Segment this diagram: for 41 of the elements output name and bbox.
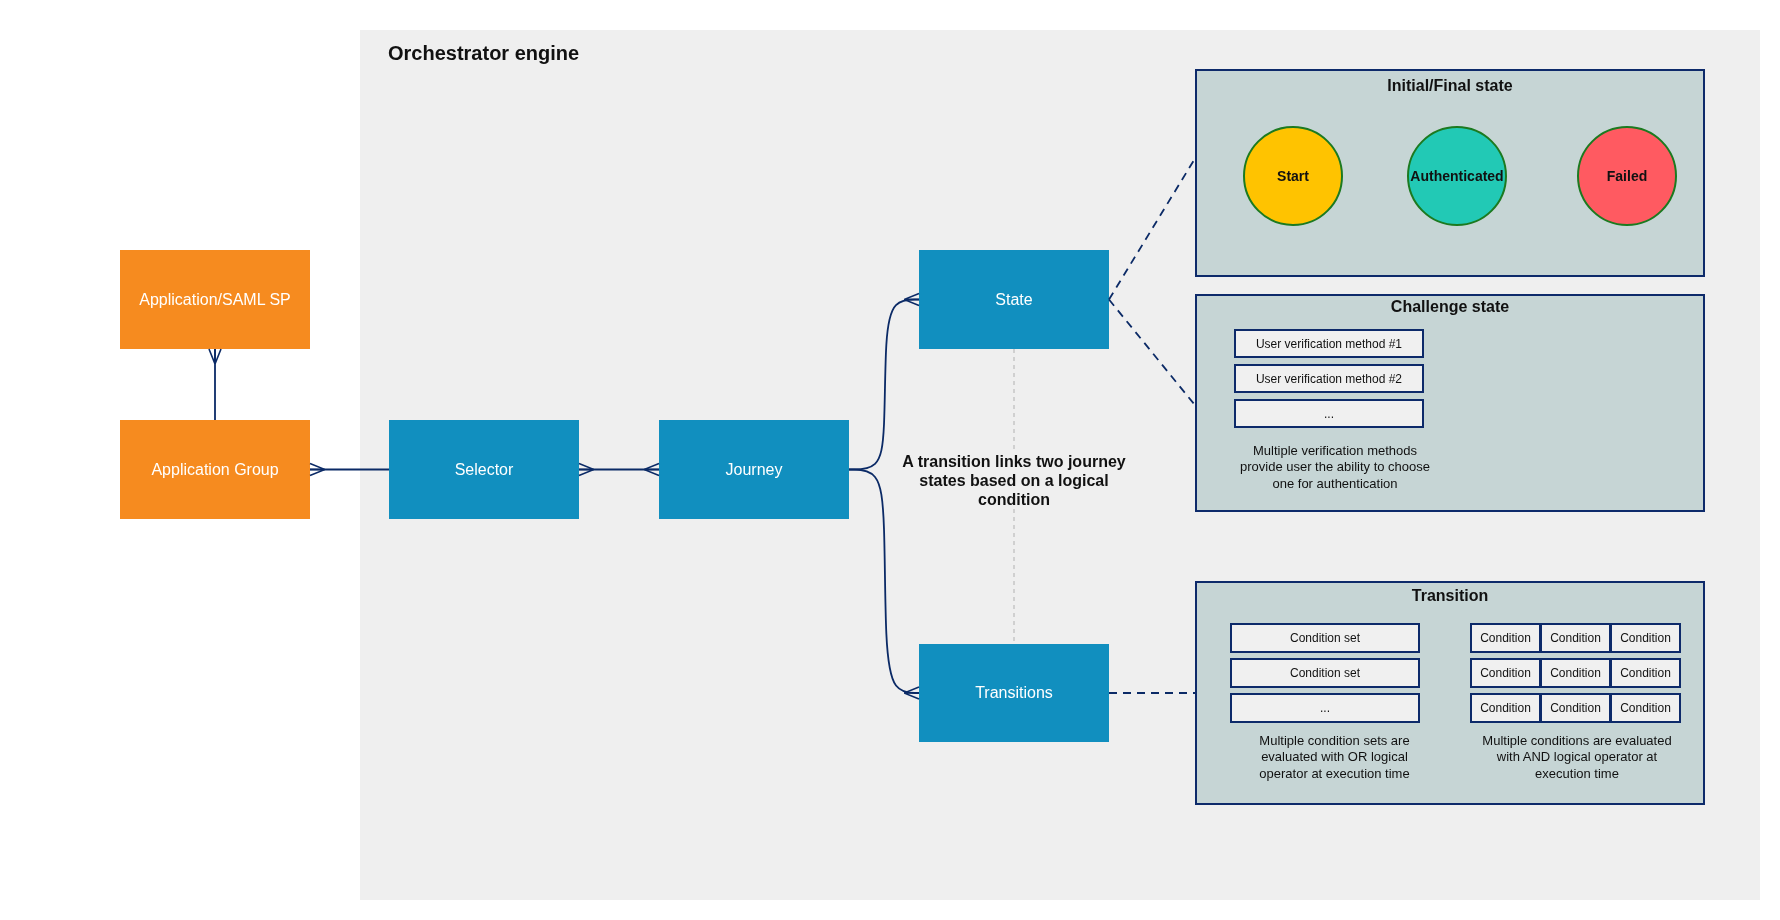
process-box: Journey: [659, 420, 849, 519]
condition-cell: Condition: [1470, 658, 1541, 688]
panel-title: Transition: [1410, 587, 1490, 605]
condition-cell: Condition: [1470, 623, 1541, 653]
condition-cell: Condition: [1540, 658, 1611, 688]
dashed-connector: [1108, 298, 1196, 407]
condition-cell: Condition: [1610, 623, 1681, 653]
panel-title: Orchestrator engine: [388, 42, 581, 65]
list-item: User verification method #1: [1234, 329, 1424, 358]
process-box: Transitions: [919, 644, 1109, 742]
note-text: Multiple condition sets are evaluated with OR logical operator at execution time: [1258, 733, 1411, 782]
note-text: Multiple verification methods provide user the ability to choose one for authentication: [1238, 443, 1432, 492]
panel-title: Challenge state: [1389, 298, 1511, 316]
state-circle: Authenticated: [1407, 126, 1507, 226]
list-item: ...: [1230, 693, 1420, 723]
condition-cell: Condition: [1540, 623, 1611, 653]
group-panel: [1195, 294, 1705, 512]
connector-line: [848, 468, 920, 700]
process-box: State: [919, 250, 1109, 349]
list-item: Condition set: [1230, 623, 1420, 653]
process-box: Selector: [389, 420, 579, 519]
panel-title: Initial/Final state: [1386, 77, 1514, 95]
connector-line: [309, 462, 390, 477]
group-panel: [1195, 69, 1705, 277]
dashed-connector: [1108, 692, 1196, 694]
condition-cell: Condition: [1610, 693, 1681, 723]
list-item: User verification method #2: [1234, 364, 1424, 393]
list-item: Condition set: [1230, 658, 1420, 688]
condition-cell: Condition: [1540, 693, 1611, 723]
process-box: Application/SAML SP: [120, 250, 310, 349]
connector-line: [208, 348, 222, 421]
note-text: Multiple conditions are evaluated with AND logical operator at execution time: [1481, 733, 1673, 782]
state-circle: Start: [1243, 126, 1343, 226]
group-panel: [1195, 581, 1705, 805]
process-box: Application Group: [120, 420, 310, 519]
condition-cell: Condition: [1610, 658, 1681, 688]
state-circle: Failed: [1577, 126, 1677, 226]
connector-line: [578, 462, 660, 477]
list-item: ...: [1234, 399, 1424, 428]
condition-cell: Condition: [1470, 693, 1541, 723]
engine-panel: [360, 30, 1760, 900]
